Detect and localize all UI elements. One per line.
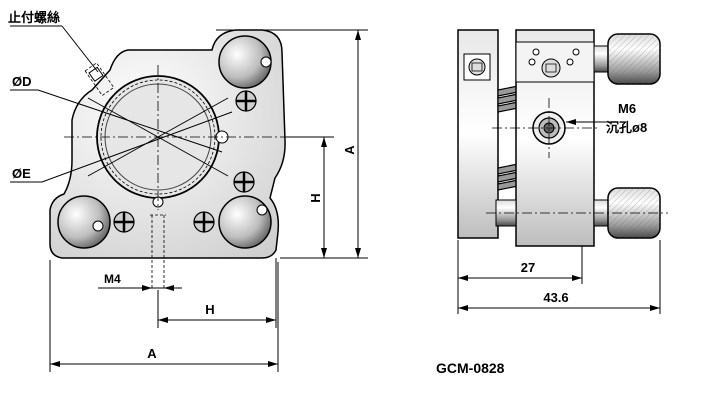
model-number: GCM-0828 [436,360,505,376]
dia-e-label: ØE [12,166,31,181]
top-hex-socket-icon [541,58,561,78]
dim-h-vertical-label: H [308,193,323,202]
left-adjuster-knob [57,195,111,249]
hex-screw-icon [468,58,486,76]
spring-top [497,85,519,113]
front-view: 止付螺絲 ØD ØE A H M4 [8,10,368,372]
dim-27-label: 27 [521,260,535,275]
m4-tapped-hole [150,196,166,290]
dia-e-leader [10,111,233,183]
set-screw-leader [10,25,99,73]
dim-m4-label: M4 [104,272,121,286]
dim-h-vertical: H [286,136,334,258]
dim-43-6: 43.6 [458,240,661,314]
dia-d-leader [10,89,223,153]
cross-screw-2 [233,171,255,193]
cross-screw-4 [193,211,215,233]
set-screw [84,62,115,97]
dim-a-vertical-label: A [342,145,357,155]
cross-screw-3 [113,211,135,233]
dim-h-horizontal: H [157,258,277,328]
top-adjuster-knob [218,35,272,89]
m6-label: M6 [618,101,636,116]
dim-m4: M4 [98,272,182,291]
dim-h-horizontal-label: H [205,302,214,317]
side-view: M6 沉孔ø8 27 43.6 GCM-0828 [436,29,668,376]
dim-27: 27 [457,240,583,314]
spring-bottom [497,163,519,191]
top-knob-side [593,33,661,85]
set-screw-label: 止付螺絲 [8,10,60,25]
right-adjuster-knob [218,195,272,249]
counterbore-label: 沉孔ø8 [606,120,647,135]
dia-d-label: ØD [12,74,32,89]
dim-a-horizontal-label: A [147,346,157,361]
dim-a-horizontal: A [49,260,279,372]
dim-43-6-label: 43.6 [543,290,568,305]
cross-screw-1 [235,90,257,112]
